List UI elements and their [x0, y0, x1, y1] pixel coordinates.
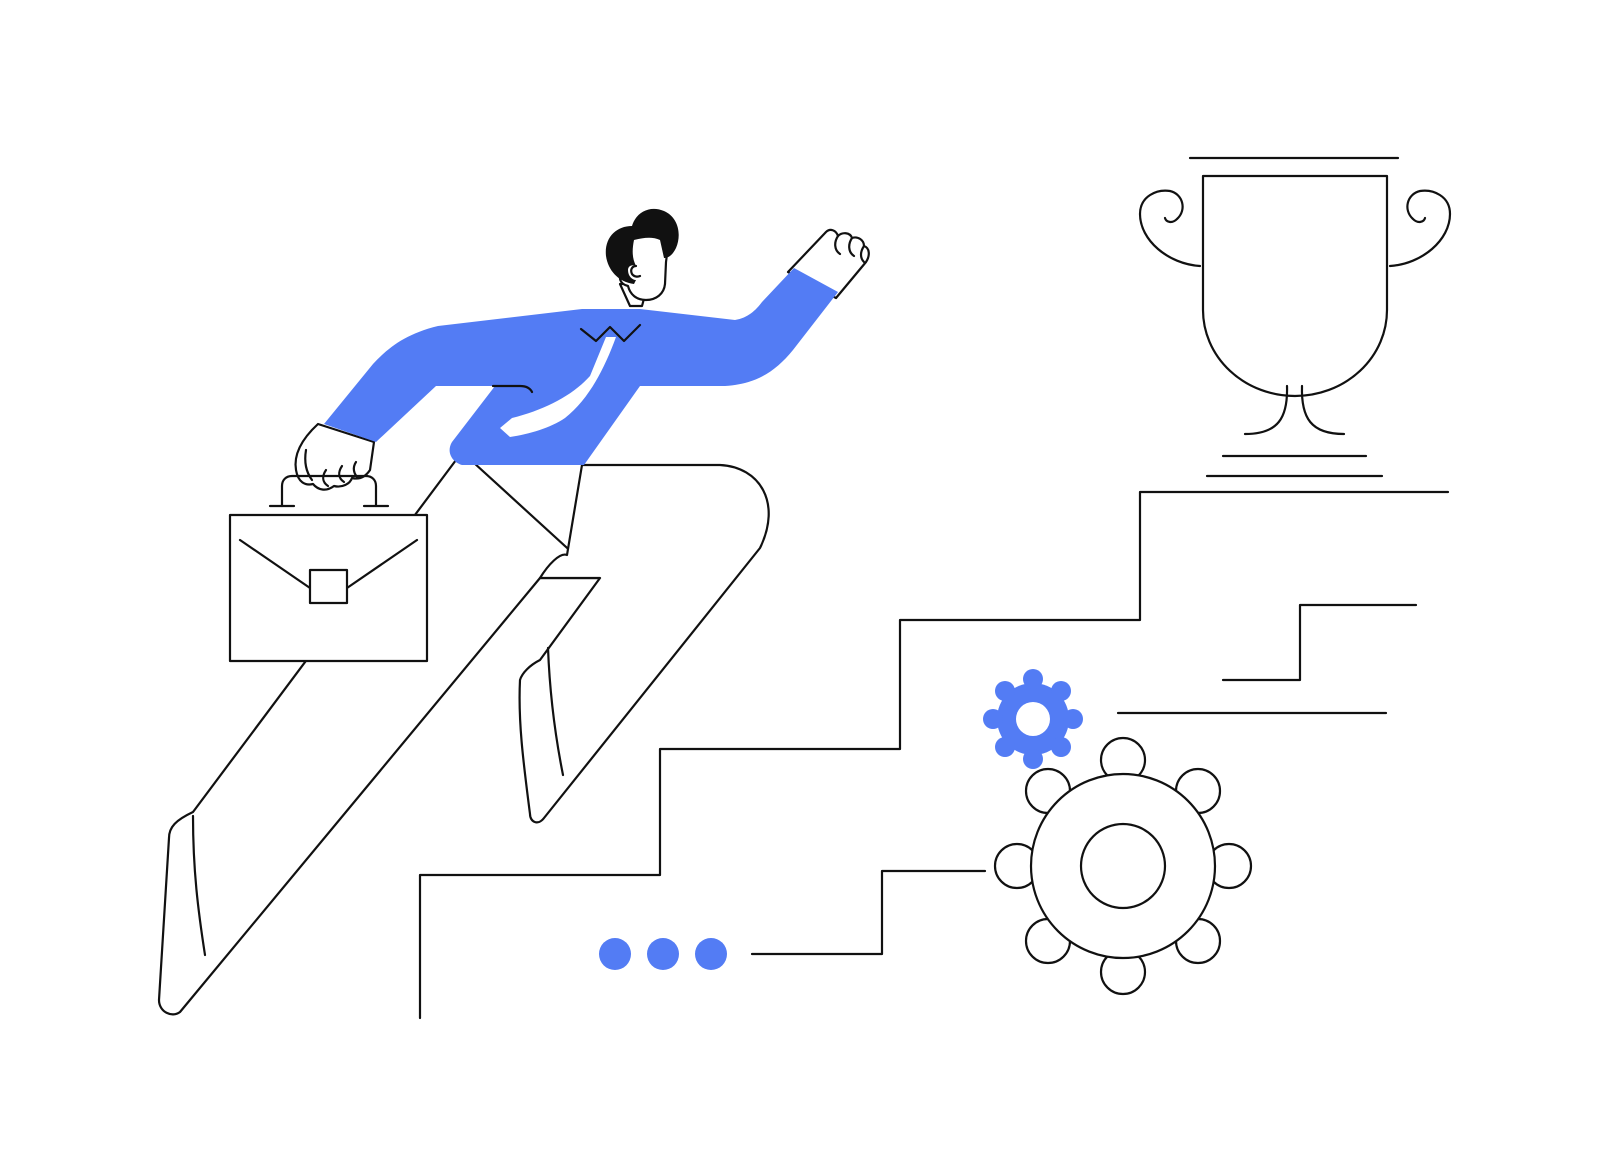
tie [500, 337, 616, 437]
trophy-icon [1138, 156, 1452, 478]
briefcase-icon [228, 474, 429, 663]
dots-icon [599, 938, 727, 970]
gear-icon [983, 669, 1083, 769]
gear-icon [993, 736, 1253, 996]
staircase [418, 490, 1450, 1020]
back-leg [157, 450, 602, 1016]
hair [605, 208, 679, 284]
shirt [324, 268, 838, 465]
businessman [157, 208, 870, 1016]
front-leg [518, 463, 770, 824]
